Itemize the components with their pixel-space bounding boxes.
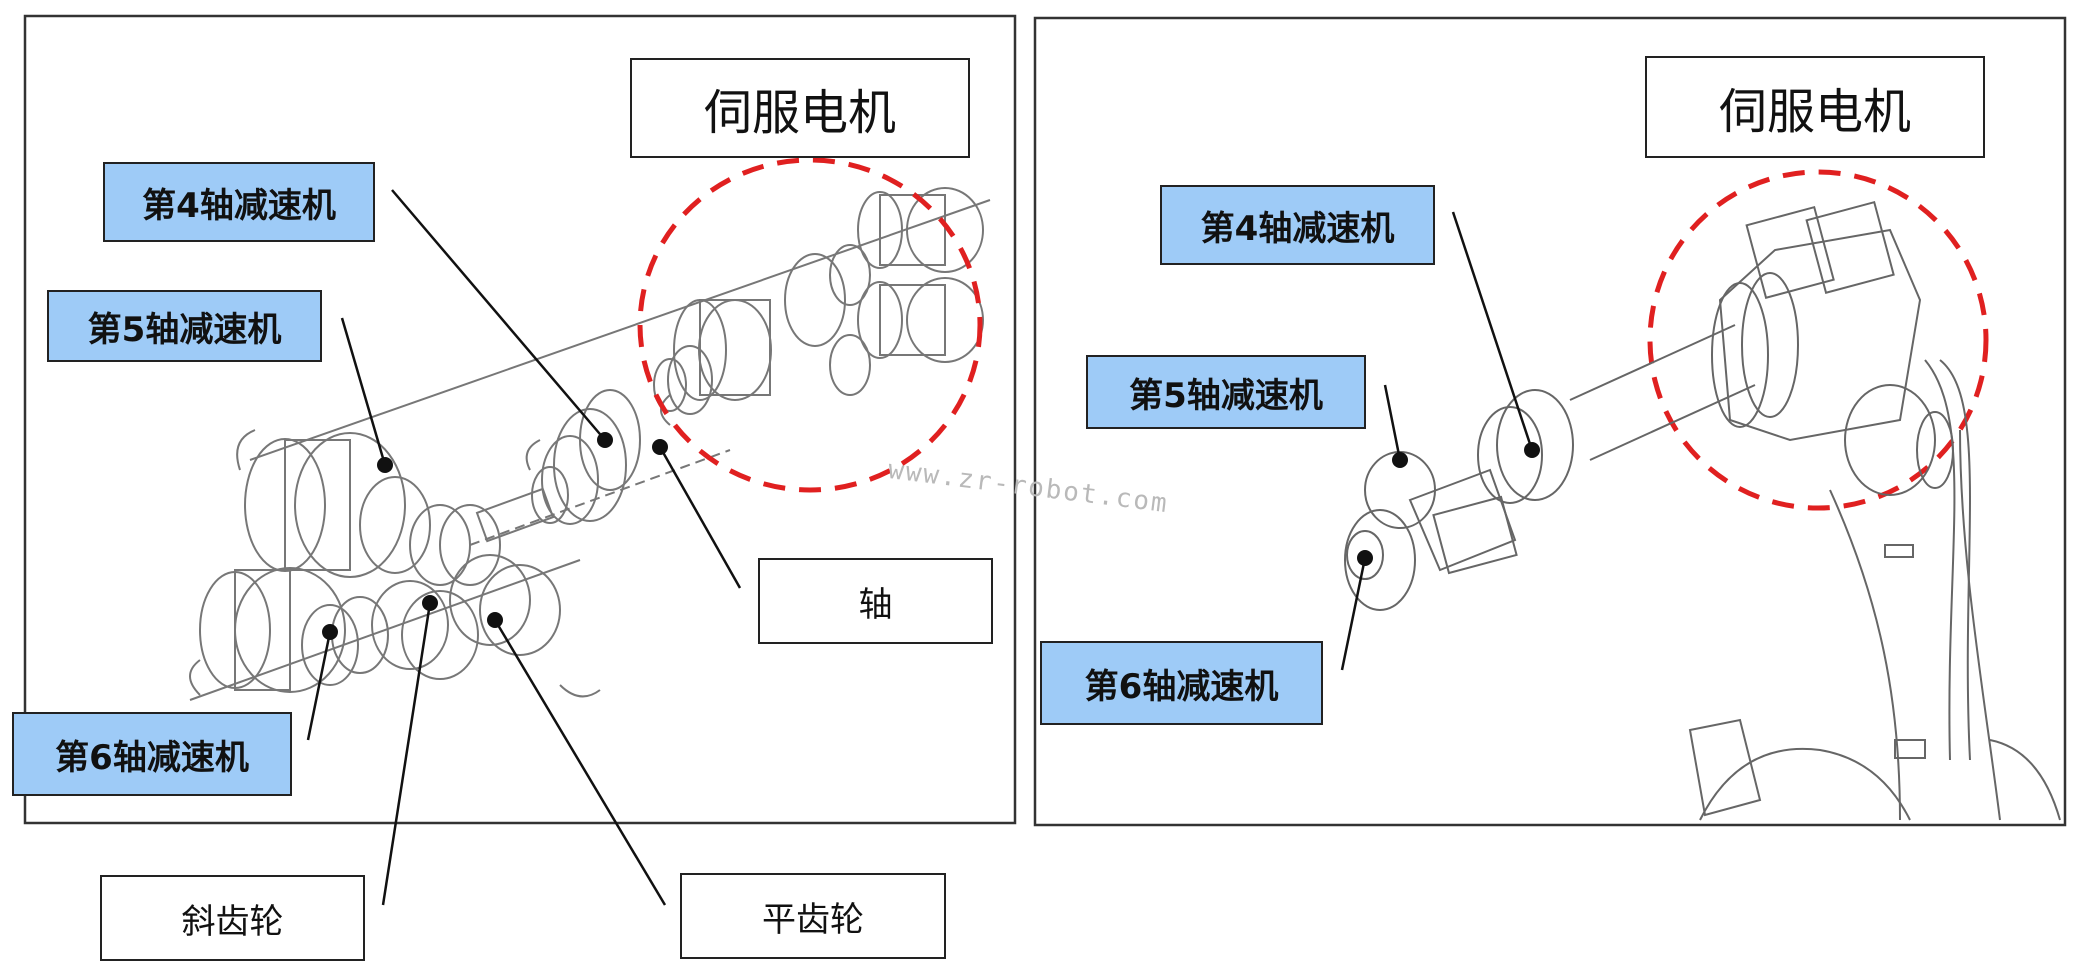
left-leader-dots: [322, 432, 668, 640]
left-servo-motor-label: 伺服电机: [630, 58, 970, 158]
left-axis4-reducer-label: 第4轴减速机: [103, 162, 375, 242]
right-axis6-reducer-label: 第6轴减速机: [1040, 641, 1323, 725]
right-leader-lines: [1340, 211, 1534, 671]
left-axis6-reducer-label: 第6轴减速机: [12, 712, 292, 796]
right-servo-motor-label: 伺服电机: [1645, 56, 1985, 158]
robot-arm-drawing: [1344, 200, 2061, 821]
left-axis5-reducer-label: 第5轴减速机: [47, 290, 322, 362]
shaft-label: 轴: [758, 558, 993, 644]
spur-gear-label: 平齿轮: [680, 873, 946, 959]
right-panel-frame: [1033, 16, 2067, 827]
helical-gear-label: 斜齿轮: [100, 875, 365, 961]
left-panel-frame: [23, 14, 1017, 825]
left-motor-dashed-circle: [637, 157, 983, 493]
gear-train-drawing: [189, 187, 991, 701]
right-leader-dots: [1357, 442, 1540, 566]
left-leader-lines: [306, 189, 742, 906]
right-axis4-reducer-label: 第4轴减速机: [1160, 185, 1435, 265]
right-axis5-reducer-label: 第5轴减速机: [1086, 355, 1366, 429]
right-motor-dashed-circle: [1647, 169, 1989, 511]
